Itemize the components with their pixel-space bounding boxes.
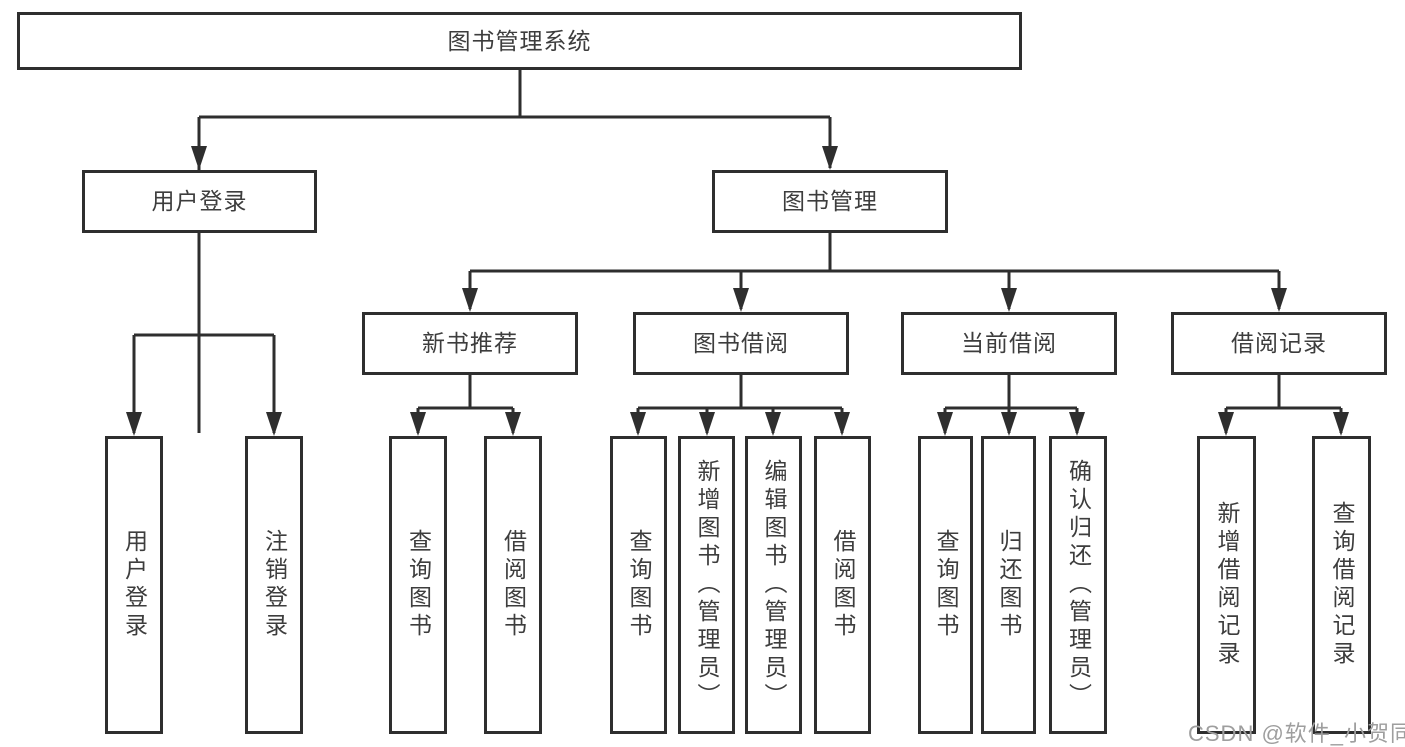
- connector-new-book-recommendation: [416, 375, 515, 433]
- node-query-borrow-record: 查询借阅记录: [1312, 436, 1371, 734]
- node-new-book-recommendation: 新书推荐: [362, 312, 578, 375]
- connector-user-login-to-leaves: [132, 233, 276, 433]
- node-confirm-return-admin: 确认归还（管理员）: [1049, 436, 1107, 734]
- node-book-borrowing: 图书借阅: [633, 312, 849, 375]
- node-borrow-books: 借阅图书: [814, 436, 871, 734]
- node-edit-book-admin: 编辑图书（管理员）: [745, 436, 802, 734]
- connector-book-borrowing: [636, 375, 844, 433]
- node-book-management: 图书管理: [712, 170, 948, 233]
- node-query-books: 查询图书: [389, 436, 447, 734]
- connector-book-management-to-level3: [468, 233, 1281, 309]
- node-user-login-action: 用户登录: [105, 436, 163, 734]
- connector-root-to-level2: [197, 70, 832, 433]
- connector-borrowing-records: [1224, 375, 1343, 433]
- node-add-borrow-record: 新增借阅记录: [1197, 436, 1256, 734]
- node-user-login: 用户登录: [82, 170, 317, 233]
- node-add-book-admin: 新增图书（管理员）: [678, 436, 735, 734]
- node-library-management-system: 图书管理系统: [17, 12, 1022, 70]
- node-return-book: 归还图书: [981, 436, 1036, 734]
- node-logout: 注销登录: [245, 436, 303, 734]
- node-current-borrowing: 当前借阅: [901, 312, 1117, 375]
- watermark: CSDN @软件_小贺同学: [1188, 721, 1405, 746]
- node-query-books: 查询图书: [918, 436, 973, 734]
- arrowheads: [126, 146, 1349, 436]
- node-borrowing-records: 借阅记录: [1171, 312, 1387, 375]
- node-borrow-books: 借阅图书: [484, 436, 542, 734]
- node-query-books: 查询图书: [610, 436, 667, 734]
